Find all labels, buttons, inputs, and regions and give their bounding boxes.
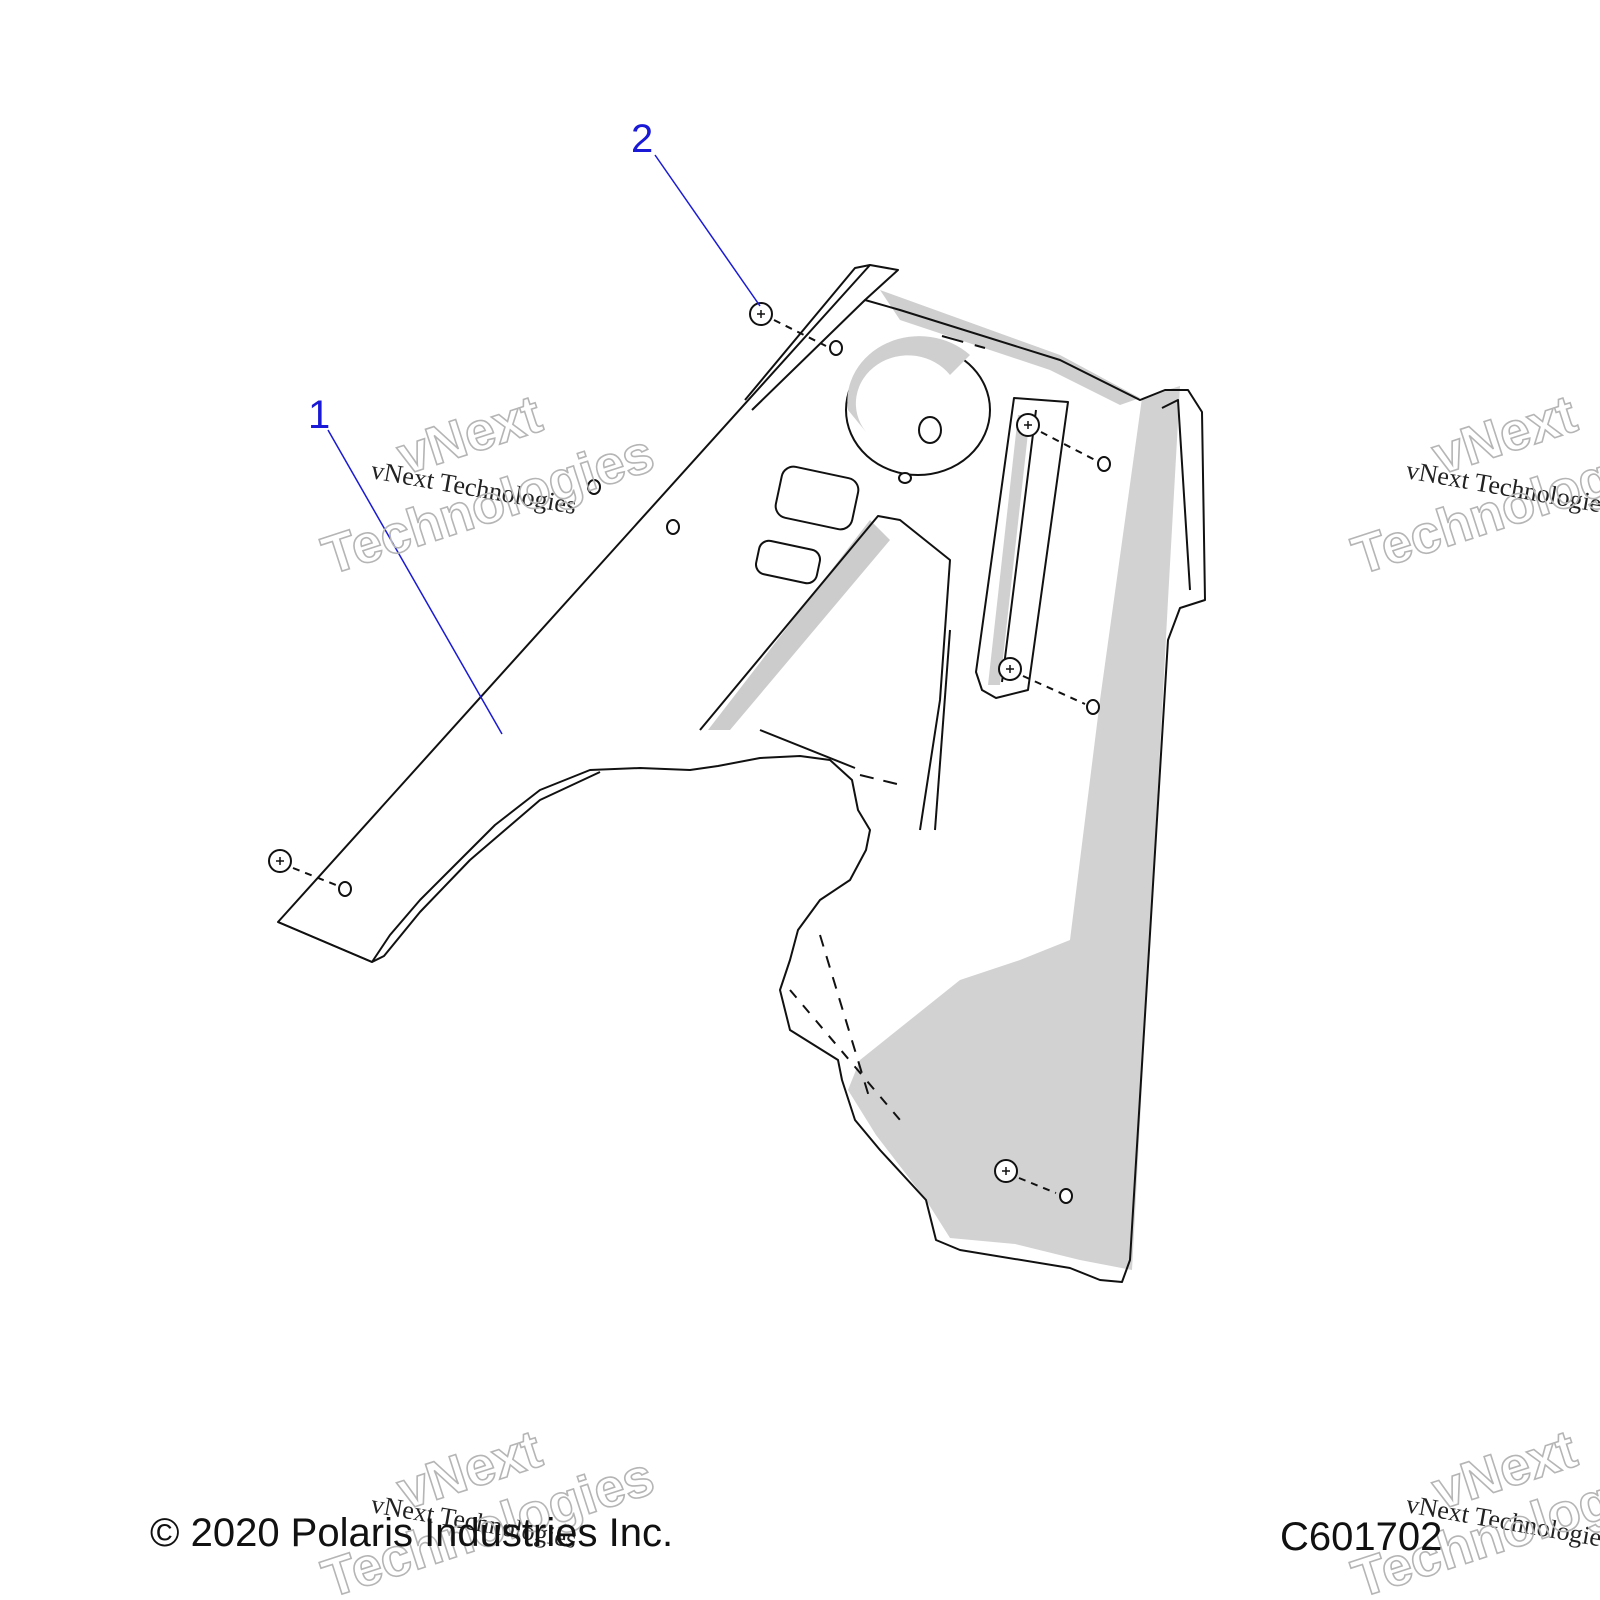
screw-upper-right-axis [1040,431,1096,461]
panel-right-edge-line [1161,399,1191,591]
vertical-slot [975,397,1069,699]
panel-shade-right [848,386,1180,1270]
round-boss-shade [847,336,970,432]
figure-code: C601702 [1280,1515,1442,1559]
inner-rib-2 [934,629,951,831]
panel-shade-top [880,290,1140,405]
screw-mid-right-recess [1006,665,1014,673]
leader-line-1 [327,429,503,735]
inner-dashed-1 [759,729,856,769]
screws-part-2 [268,302,1111,1204]
watermark-group-upper-right: vNext Technologies vNext Technologies [1344,383,1600,587]
small-hole-1 [898,472,912,484]
callout-2: 2 [631,117,653,161]
rect-cutout-1 [774,465,860,531]
hole-top [829,340,843,356]
screw-top-axis [773,319,827,347]
screw-mid-right-axis [1022,675,1086,705]
panel-front-edge [277,921,373,963]
hole-left-upper [587,479,601,495]
hole-lower-left [338,881,352,897]
panel-part-1 [277,264,1206,1283]
screw-bottom-axis [1018,1177,1057,1194]
copyright-text: © 2020 Polaris Industries Inc. [150,1511,673,1555]
callouts: 1 2 [308,117,761,735]
watermark-group-lower-left: vNext Technologies vNext Technologies [314,1418,661,1600]
round-boss-hole [918,416,942,444]
panel-shade-left-rib [708,520,890,730]
inner-dashed-2 [859,774,906,787]
rect-cutout-2 [755,539,821,585]
screw-lower-left-recess [276,857,284,865]
hole-left-mid [666,519,680,535]
watermark-group-lower-right: vNext Technologies vNext Technologies [1344,1418,1600,1600]
vertical-slot-inner [1001,409,1037,683]
hole-mid-right [1086,699,1100,715]
leader-line-2 [654,154,761,307]
callout-1: 1 [308,393,330,437]
screw-top-recess [757,310,765,318]
panel-top-lip-2 [751,299,866,411]
hole-bottom [1059,1188,1073,1204]
top-dash [941,335,986,349]
inner-rib-1 [699,515,951,831]
panel-outline [277,264,1206,1283]
inner-dashed-4 [789,989,901,1121]
inner-dashed-3 [819,934,871,1101]
hole-upper-right [1097,456,1111,472]
panel-top-lip [744,264,871,401]
screw-bottom-recess [1002,1167,1010,1175]
screw-upper-right-recess [1024,421,1032,429]
panel-flange [371,771,601,963]
panel-shade-slot [988,415,1030,685]
